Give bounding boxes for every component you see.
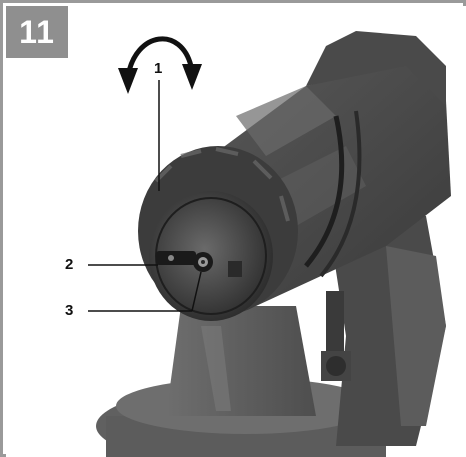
- callout-label-3: 3: [65, 302, 74, 319]
- callout-label-1: 1: [154, 60, 163, 77]
- figure-number-badge: 11: [6, 6, 68, 58]
- nozzle-lever: [156, 251, 196, 265]
- spray-gun-photo: [6, 6, 466, 457]
- callout-label-2: 2: [65, 256, 74, 273]
- rotation-arrow: [125, 36, 194, 77]
